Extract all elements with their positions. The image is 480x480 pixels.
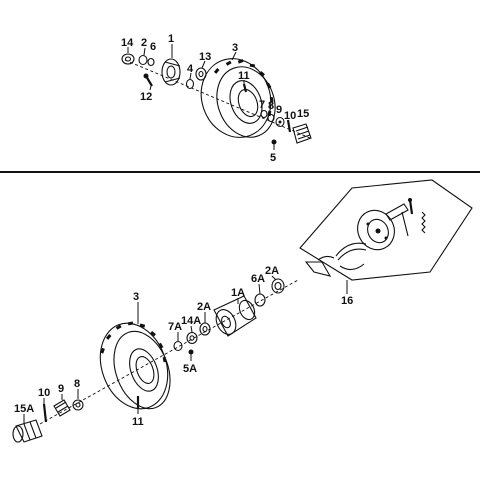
part-10-pin [286,119,292,133]
upper-assembly: 14 2 6 1 13 3 4 12 11 7 8 9 10 15 5 [121,33,312,164]
part-3-tire [200,58,276,138]
part-4-spacer [185,78,195,90]
part-8-washer [267,113,275,123]
callout-6: 6 [150,41,156,53]
callout-10: 10 [284,110,296,122]
part-9-nut [275,116,285,128]
callout-6A: 6A [251,273,265,285]
callout-3-lower: 3 [133,291,139,303]
part-14-nut [121,53,135,65]
part-3-tire [99,321,171,410]
part-1A-hub [213,295,257,337]
part-6-washer [147,57,155,67]
callout-1A: 1A [231,287,245,299]
callout-14A: 14A [181,315,201,327]
callout-5: 5 [270,152,276,164]
part-16-brake-assembly [304,198,426,277]
part-14A-nut [186,331,198,345]
part-9-nut [53,399,71,417]
callout-11: 11 [238,70,250,82]
callout-2A-outer: 2A [265,265,279,277]
callout-3: 3 [232,42,238,54]
callout-12: 12 [140,91,152,103]
part-5-bolt [271,139,277,150]
part-8-washer [72,399,84,411]
part-12-bolt [143,73,153,87]
callout-10-lower: 10 [38,387,50,399]
part-2A-bearing-outer [271,278,285,294]
part-15A-hub-cap [12,419,43,443]
part-1-hub [161,58,181,86]
callout-2A-inner: 2A [197,301,211,313]
part-7A-washer [173,340,183,352]
callout-11-lower: 11 [132,416,144,428]
part-11-valve [242,83,248,93]
callout-7: 7 [259,99,265,111]
callout-13: 13 [199,51,211,63]
callout-5A: 5A [183,363,197,375]
lower-assembly: 16 [12,179,473,443]
callout-15: 15 [297,108,309,120]
part-5A-bolt [188,349,194,361]
part-7-washer [260,109,268,119]
callout-8: 8 [268,100,274,112]
callout-8-lower: 8 [74,378,80,390]
part-15-hub-cap [292,123,312,144]
callout-15A: 15A [14,403,34,415]
callout-16: 16 [341,295,353,307]
part-10-pin [42,403,48,423]
brake-inset-frame [299,179,473,281]
callout-1: 1 [168,33,174,45]
callout-2: 2 [141,37,147,49]
part-6A-spacer [254,293,266,307]
callout-7A: 7A [168,321,182,333]
callout-4: 4 [187,63,194,75]
callout-14: 14 [121,37,134,49]
part-2-washer [138,54,148,66]
callout-9-lower: 9 [58,383,64,395]
part-2A-bearing-inner [199,322,211,336]
callout-9: 9 [276,104,282,116]
